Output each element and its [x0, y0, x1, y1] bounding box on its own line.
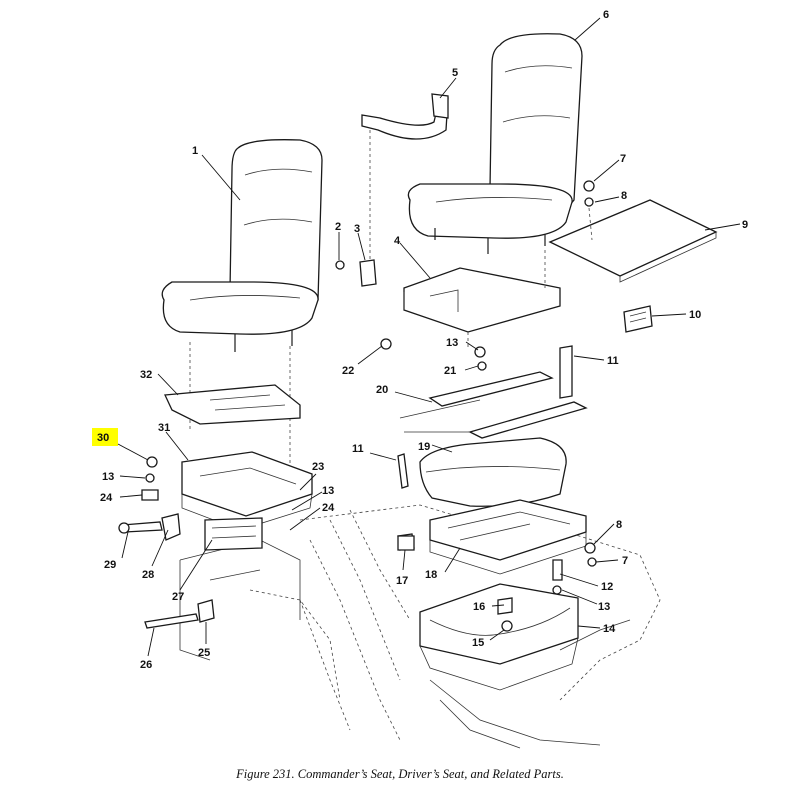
callout-11-right: 11 [607, 355, 619, 367]
seat-cushion [397, 437, 567, 507]
leader-lines [117, 17, 741, 657]
callout-23: 23 [312, 461, 324, 473]
callout-1: 1 [192, 145, 198, 157]
seat-frame [397, 499, 597, 595]
commander-seat-base [181, 451, 313, 551]
callout-16: 16 [473, 601, 485, 613]
callout-24-left: 24 [100, 492, 113, 504]
callout-2: 2 [335, 221, 341, 233]
callout-15: 15 [472, 637, 484, 649]
callout-29: 29 [104, 559, 116, 571]
callout-32: 32 [140, 369, 152, 381]
callout-11-left: 11 [352, 443, 364, 455]
callout-8-top: 8 [621, 190, 627, 202]
callout-21: 21 [444, 365, 456, 377]
callout-labels: 1 2 3 4 5 6 7 8 9 10 11 13 21 22 20 32 3… [97, 9, 748, 671]
callout-7-top: 7 [620, 153, 626, 165]
driver-seat-base [335, 250, 561, 350]
callout-13-mid: 13 [322, 485, 334, 497]
callout-31: 31 [158, 422, 170, 434]
callout-7-bottom: 7 [622, 555, 628, 567]
callout-13-left: 13 [102, 471, 114, 483]
callout-17: 17 [396, 575, 408, 587]
callout-13-top: 13 [446, 337, 458, 349]
callout-27: 27 [172, 591, 184, 603]
left-hardware [118, 456, 215, 629]
data-plate [623, 305, 653, 333]
callout-28: 28 [142, 569, 154, 581]
figure-caption: Figure 231. Commander’s Seat, Driver’s S… [235, 767, 564, 781]
callout-20: 20 [376, 384, 388, 396]
callout-4: 4 [394, 235, 401, 247]
seat-pan [419, 583, 579, 691]
knob [397, 535, 415, 551]
callout-10: 10 [689, 309, 701, 321]
callout-19: 19 [418, 441, 430, 453]
callout-22: 22 [342, 365, 354, 377]
floor-plate [548, 180, 718, 283]
callout-14: 14 [603, 623, 616, 635]
seat-slide-rails [380, 338, 588, 439]
callout-9: 9 [742, 219, 748, 231]
callout-25: 25 [198, 647, 210, 659]
commander-seat [161, 139, 323, 470]
callout-24-mid: 24 [322, 502, 335, 514]
callout-highlight [92, 428, 118, 446]
callout-6: 6 [603, 9, 609, 21]
callout-12: 12 [601, 581, 613, 593]
callout-30: 30 [97, 432, 109, 444]
seat-mount-plate [164, 384, 301, 425]
driver-seat [407, 33, 583, 254]
callout-8-bottom: 8 [616, 519, 622, 531]
callout-18: 18 [425, 569, 437, 581]
callout-26: 26 [140, 659, 152, 671]
callout-5: 5 [452, 67, 458, 79]
callout-13-bottom: 13 [598, 601, 610, 613]
callout-3: 3 [354, 223, 360, 235]
